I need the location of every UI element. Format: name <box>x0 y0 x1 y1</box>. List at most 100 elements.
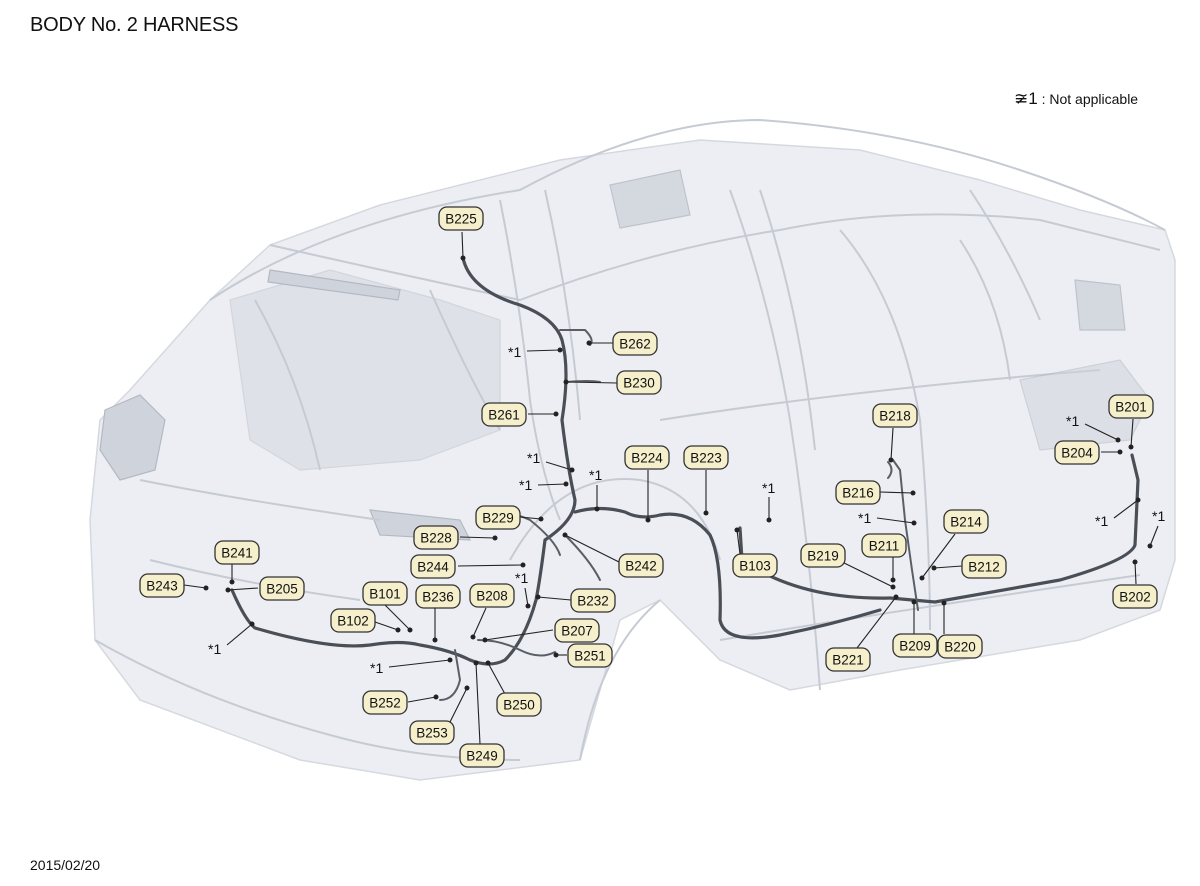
connector-label-b225: B225 <box>438 206 484 231</box>
footnote-legend: ≆1 : Not applicable <box>1014 89 1138 109</box>
connector-label-b202: B202 <box>1112 584 1158 609</box>
svg-text:B209: B209 <box>899 639 931 654</box>
svg-text:B232: B232 <box>577 594 609 609</box>
star-marker: *1 <box>1095 497 1141 529</box>
connector-label-b228: B228 <box>413 525 459 550</box>
star-label: *1 <box>208 641 221 657</box>
svg-text:B208: B208 <box>476 589 508 604</box>
connector-label-b252: B252 <box>362 690 408 715</box>
connector-label-b102: B102 <box>330 608 376 633</box>
connector-label-b218: B218 <box>872 403 918 428</box>
connector-label-b224: B224 <box>624 445 670 470</box>
star-label: *1 <box>1095 513 1108 529</box>
not-applicable-markers: *1 *1 *1 *1 *1 *1 *1 *1 <box>208 344 1165 676</box>
svg-text:B250: B250 <box>503 698 535 713</box>
star-marker: *1 <box>527 450 575 473</box>
page-title: BODY No. 2 HARNESS <box>30 14 239 36</box>
connector-label-b242: B242 <box>618 553 664 578</box>
connector-label-b251: B251 <box>567 643 613 668</box>
star-label: *1 <box>515 570 528 586</box>
connector-label-b101: B101 <box>362 581 408 606</box>
svg-text:B201: B201 <box>1115 400 1147 415</box>
star-marker: *1 <box>1147 508 1165 549</box>
star-label: *1 <box>589 467 602 483</box>
connector-label-b229: B229 <box>475 505 521 530</box>
svg-text:B243: B243 <box>146 579 178 594</box>
footnote-text: : Not applicable <box>1041 91 1139 107</box>
star-marker: *1 <box>589 467 602 512</box>
svg-text:B228: B228 <box>420 531 452 546</box>
star-marker: *1 <box>858 510 917 526</box>
star-label: *1 <box>519 477 532 493</box>
svg-text:B103: B103 <box>739 559 771 574</box>
connector-label-b243: B243 <box>139 573 185 598</box>
svg-text:B251: B251 <box>574 649 606 664</box>
connector-label-b209: B209 <box>892 633 938 658</box>
connector-label-b262: B262 <box>612 331 658 356</box>
svg-text:B202: B202 <box>1119 590 1151 605</box>
svg-text:B219: B219 <box>807 549 839 564</box>
connector-label-b214: B214 <box>943 509 989 534</box>
star-label: *1 <box>858 510 871 526</box>
star-label: *1 <box>370 660 383 676</box>
callout-leaders <box>183 231 1138 745</box>
connector-label-b201: B201 <box>1108 394 1154 419</box>
connector-label-b249: B249 <box>459 743 505 768</box>
connector-label-b230: B230 <box>616 370 662 395</box>
svg-text:B244: B244 <box>417 560 449 575</box>
connector-label-b250: B250 <box>496 692 542 717</box>
connector-label-b103: B103 <box>732 553 778 578</box>
svg-text:B214: B214 <box>950 515 982 530</box>
connector-label-b212: B212 <box>961 554 1007 579</box>
svg-text:B253: B253 <box>416 726 448 741</box>
svg-text:B230: B230 <box>623 376 655 391</box>
svg-text:B204: B204 <box>1061 446 1093 461</box>
star-marker: *1 <box>508 344 563 360</box>
svg-text:B249: B249 <box>466 749 498 764</box>
star-marker: *1 <box>762 480 775 523</box>
connector-label-b207: B207 <box>554 618 600 643</box>
svg-text:B262: B262 <box>619 337 651 352</box>
svg-text:B252: B252 <box>369 696 401 711</box>
svg-text:B207: B207 <box>561 624 593 639</box>
svg-text:B224: B224 <box>631 451 663 466</box>
connector-label-b205: B205 <box>259 576 305 601</box>
svg-text:B216: B216 <box>842 486 874 501</box>
star-label: *1 <box>508 344 521 360</box>
connector-label-b219: B219 <box>800 543 846 568</box>
diagram-date: 2015/02/20 <box>30 857 101 873</box>
star-label: *1 <box>527 450 540 466</box>
connector-label-b204: B204 <box>1054 440 1100 465</box>
connector-label-b244: B244 <box>410 554 456 579</box>
svg-text:B102: B102 <box>337 614 369 629</box>
svg-text:B212: B212 <box>968 560 1000 575</box>
svg-text:B211: B211 <box>869 539 900 554</box>
star-label: *1 <box>1066 413 1079 429</box>
svg-text:B221: B221 <box>832 653 864 668</box>
svg-text:B261: B261 <box>488 408 520 423</box>
connector-label-b236: B236 <box>415 584 461 609</box>
connector-label-b220: B220 <box>937 634 983 659</box>
connector-label-b253: B253 <box>409 720 455 745</box>
connector-label-b232: B232 <box>570 588 616 613</box>
connector-label-b261: B261 <box>481 402 527 427</box>
svg-text:B101: B101 <box>369 587 401 602</box>
svg-text:B218: B218 <box>879 409 911 424</box>
svg-text:B236: B236 <box>422 590 454 605</box>
svg-text:B225: B225 <box>445 212 477 227</box>
connector-label-b223: B223 <box>683 445 729 470</box>
connector-labels: B225 B262 B230 B261 B224 B223 B229 B228 … <box>139 206 1158 768</box>
svg-text:B205: B205 <box>266 582 298 597</box>
connector-label-b221: B221 <box>825 647 871 672</box>
star-marker: *1 <box>208 621 255 657</box>
footnote-symbol: ≆1 <box>1014 89 1038 108</box>
svg-text:B242: B242 <box>625 559 657 574</box>
connector-label-b241: B241 <box>214 540 260 565</box>
star-marker: *1 <box>370 657 453 676</box>
svg-text:B229: B229 <box>482 511 514 526</box>
svg-text:B241: B241 <box>221 546 253 561</box>
star-marker: *1 <box>1066 413 1121 443</box>
svg-text:B220: B220 <box>944 640 976 655</box>
connector-label-b208: B208 <box>469 583 515 608</box>
